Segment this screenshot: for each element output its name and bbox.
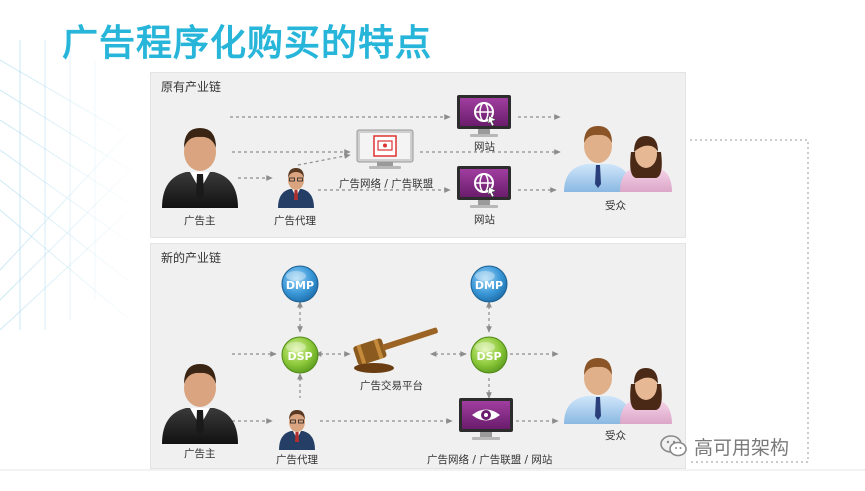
original-advertiser-icon — [162, 128, 238, 208]
new-chain-panel — [150, 243, 686, 469]
new-agency-label: 广告代理 — [276, 454, 318, 466]
new-networks-monitor-icon — [459, 398, 513, 440]
new-networks-label: 广告网络 / 广告联盟 / 网站 — [427, 454, 553, 466]
dsp-left-label: DSP — [287, 350, 312, 363]
original-website-top-label: 网站 — [474, 141, 495, 153]
original-website-top-monitor-icon — [456, 94, 512, 138]
original-advertiser-label: 广告主 — [184, 215, 216, 227]
original-website-bottom-label: 网站 — [474, 214, 495, 226]
original-audience-label: 受众 — [605, 200, 626, 212]
new-chain-label: 新的产业链 — [161, 251, 222, 265]
new-advertiser-icon — [162, 364, 238, 444]
new-audience-label: 受众 — [605, 430, 626, 442]
dsp-right-label: DSP — [476, 350, 501, 363]
dmp-left-label: DMP — [286, 279, 314, 292]
original-agency-icon — [277, 167, 315, 209]
original-website-bottom-monitor-icon — [456, 165, 512, 209]
watermark-text: 高可用架构 — [694, 436, 790, 459]
new-audience-icon — [564, 358, 672, 424]
original-chain-arrows — [230, 114, 561, 193]
original-network-monitor-icon — [356, 129, 414, 170]
original-network-label: 广告网络 / 广告联盟 — [339, 178, 434, 190]
bracket-line — [690, 139, 809, 463]
original-chain-label: 原有产业链 — [161, 80, 222, 94]
page-title: 广告程序化购买的特点 — [62, 23, 433, 64]
new-advertiser-label: 广告主 — [184, 448, 216, 460]
dmp-right-label: DMP — [475, 279, 503, 292]
watermark: 高可用架构 — [660, 432, 789, 460]
original-agency-label: 广告代理 — [274, 215, 316, 227]
gavel-icon — [352, 320, 441, 373]
wechat-icon — [660, 435, 687, 457]
new-agency-icon — [278, 409, 316, 451]
new-chain-arrows — [232, 300, 559, 424]
exchange-label: 广告交易平台 — [360, 380, 423, 392]
original-audience-icon — [564, 126, 672, 192]
